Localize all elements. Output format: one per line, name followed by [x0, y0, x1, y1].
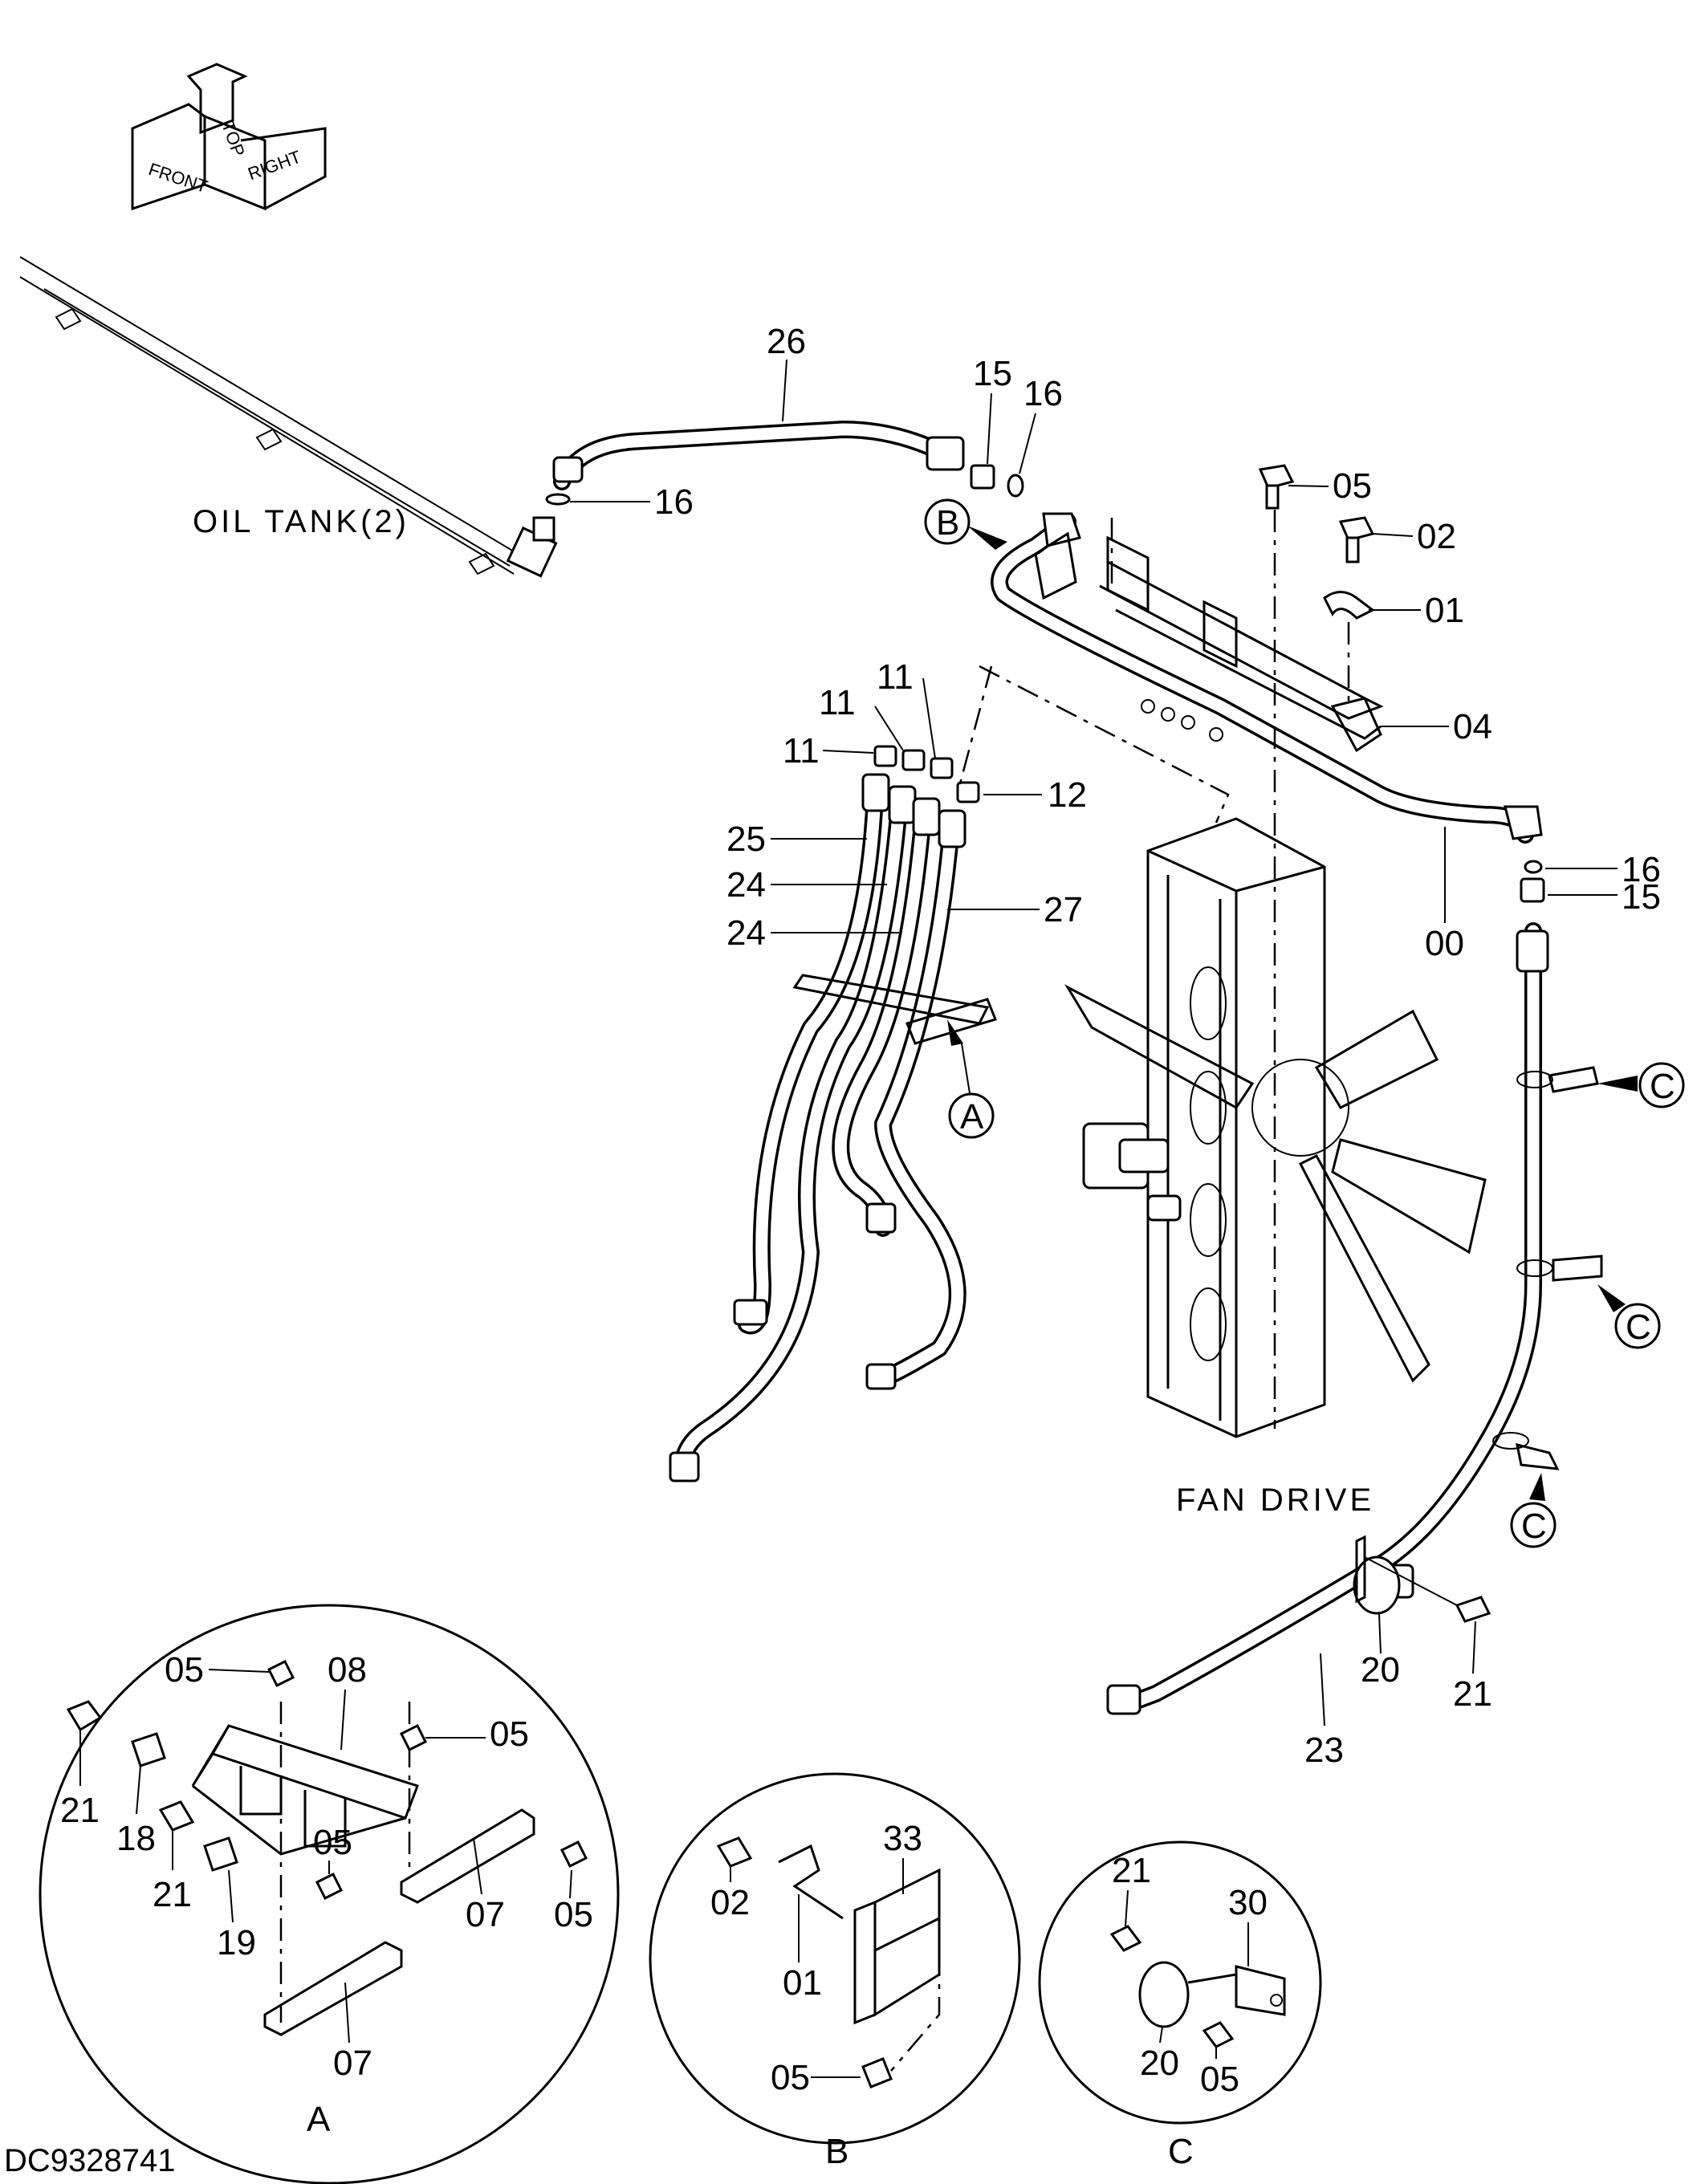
oil-tank	[19, 256, 558, 578]
part-24-a: 24	[726, 865, 766, 905]
detail-c-30: 30	[1228, 1883, 1268, 1922]
detail-b-title: B	[825, 2132, 848, 2171]
detail-a-05-a: 05	[165, 1650, 204, 1690]
fan-drive	[1064, 817, 1487, 1438]
hose-bracket-a	[792, 974, 998, 1045]
detail-b-01: 01	[783, 1963, 822, 2003]
part-11-c: 11	[877, 657, 914, 697]
o-ring-16-right	[1524, 860, 1543, 874]
detail-a-title: A	[307, 2100, 331, 2139]
part-20-lower: 20	[1361, 1650, 1400, 1690]
clip-01	[1323, 591, 1375, 620]
callout-a-arrow	[947, 1019, 963, 1046]
bracket-04	[1034, 531, 1384, 753]
part-15-top: 15	[973, 354, 1012, 393]
fan-drive-label: FAN DRIVE	[1176, 1482, 1374, 1518]
detail-c	[1038, 1840, 1322, 2125]
detail-b-02: 02	[710, 1883, 750, 1922]
callout-b-main	[924, 498, 971, 545]
clamp-20-lower	[1353, 1535, 1401, 1615]
part-04: 04	[1453, 707, 1492, 746]
part-11-a: 11	[783, 731, 820, 771]
part-15-right: 15	[1622, 877, 1661, 917]
part-21-lower: 21	[1453, 1674, 1492, 1714]
callout-b-arrow	[967, 526, 1007, 550]
part-26: 26	[767, 322, 806, 361]
callout-c-main-1: C	[1650, 1067, 1675, 1106]
fitting-15	[970, 464, 995, 490]
bolt-02-top	[1338, 516, 1375, 563]
orientation-front: FRONT	[146, 159, 210, 197]
callout-b-main-label: B	[936, 503, 959, 543]
pipe-26	[545, 421, 965, 506]
detail-a-19: 19	[217, 1923, 256, 1962]
detail-b-33: 33	[883, 1819, 922, 1858]
detail-a-07-b: 07	[333, 2044, 372, 2083]
detail-c-05: 05	[1200, 2060, 1239, 2099]
part-12: 12	[1048, 775, 1087, 815]
orientation-indicator: FRONT TOP RIGHT	[131, 63, 327, 211]
part-25: 25	[726, 820, 766, 859]
part-00: 00	[1425, 924, 1464, 963]
detail-a-07-a: 07	[466, 1895, 505, 1934]
orientation-right: RIGHT	[245, 146, 303, 184]
bolt-21-lower	[1364, 1556, 1491, 1623]
part-05-top: 05	[1333, 466, 1372, 506]
detail-b	[649, 1772, 1021, 2145]
part-16-top: 16	[1023, 374, 1063, 413]
part-01-top: 01	[1425, 591, 1464, 630]
part-16-right: 16	[1622, 850, 1661, 889]
fittings-11-12	[873, 745, 980, 803]
detail-a-05-c: 05	[313, 1823, 352, 1862]
callout-c-main-2: C	[1626, 1308, 1651, 1347]
detail-c-21: 21	[1112, 1851, 1151, 1890]
pipe-00	[991, 512, 1543, 844]
hoses-24-25-27	[669, 773, 966, 1482]
part-11-b: 11	[819, 683, 856, 722]
part-02-top: 02	[1417, 517, 1456, 556]
part-24-b: 24	[726, 913, 766, 953]
bolt-05-top	[1258, 464, 1295, 510]
callouts-c-main: C C C	[1510, 1062, 1685, 1548]
drawing-id: DC9328741	[4, 2143, 176, 2178]
detail-a-05-b: 05	[490, 1714, 529, 1754]
callout-c-main-3: C	[1521, 1507, 1547, 1546]
orientation-top: TOP	[218, 119, 249, 160]
detail-c-20: 20	[1140, 2044, 1179, 2083]
fitting-15-right	[1520, 877, 1545, 903]
detail-a-21-b: 21	[153, 1875, 192, 1914]
part-16-top-left: 16	[654, 482, 694, 522]
detail-c-title: C	[1168, 2132, 1194, 2171]
detail-a	[39, 1604, 620, 2184]
oil-tank-label: OIL TANK(2)	[193, 504, 409, 539]
callout-a-main	[948, 1092, 995, 1139]
part-23: 23	[1304, 1731, 1344, 1770]
part-27: 27	[1044, 890, 1083, 929]
detail-a-05-d: 05	[554, 1895, 593, 1934]
detail-a-18: 18	[116, 1819, 156, 1858]
detail-a-21-a: 21	[60, 1791, 100, 1830]
callout-a-main-label: A	[960, 1097, 984, 1137]
detail-a-08: 08	[328, 1650, 367, 1690]
o-ring-16	[1007, 474, 1024, 498]
detail-b-05: 05	[771, 2058, 810, 2097]
